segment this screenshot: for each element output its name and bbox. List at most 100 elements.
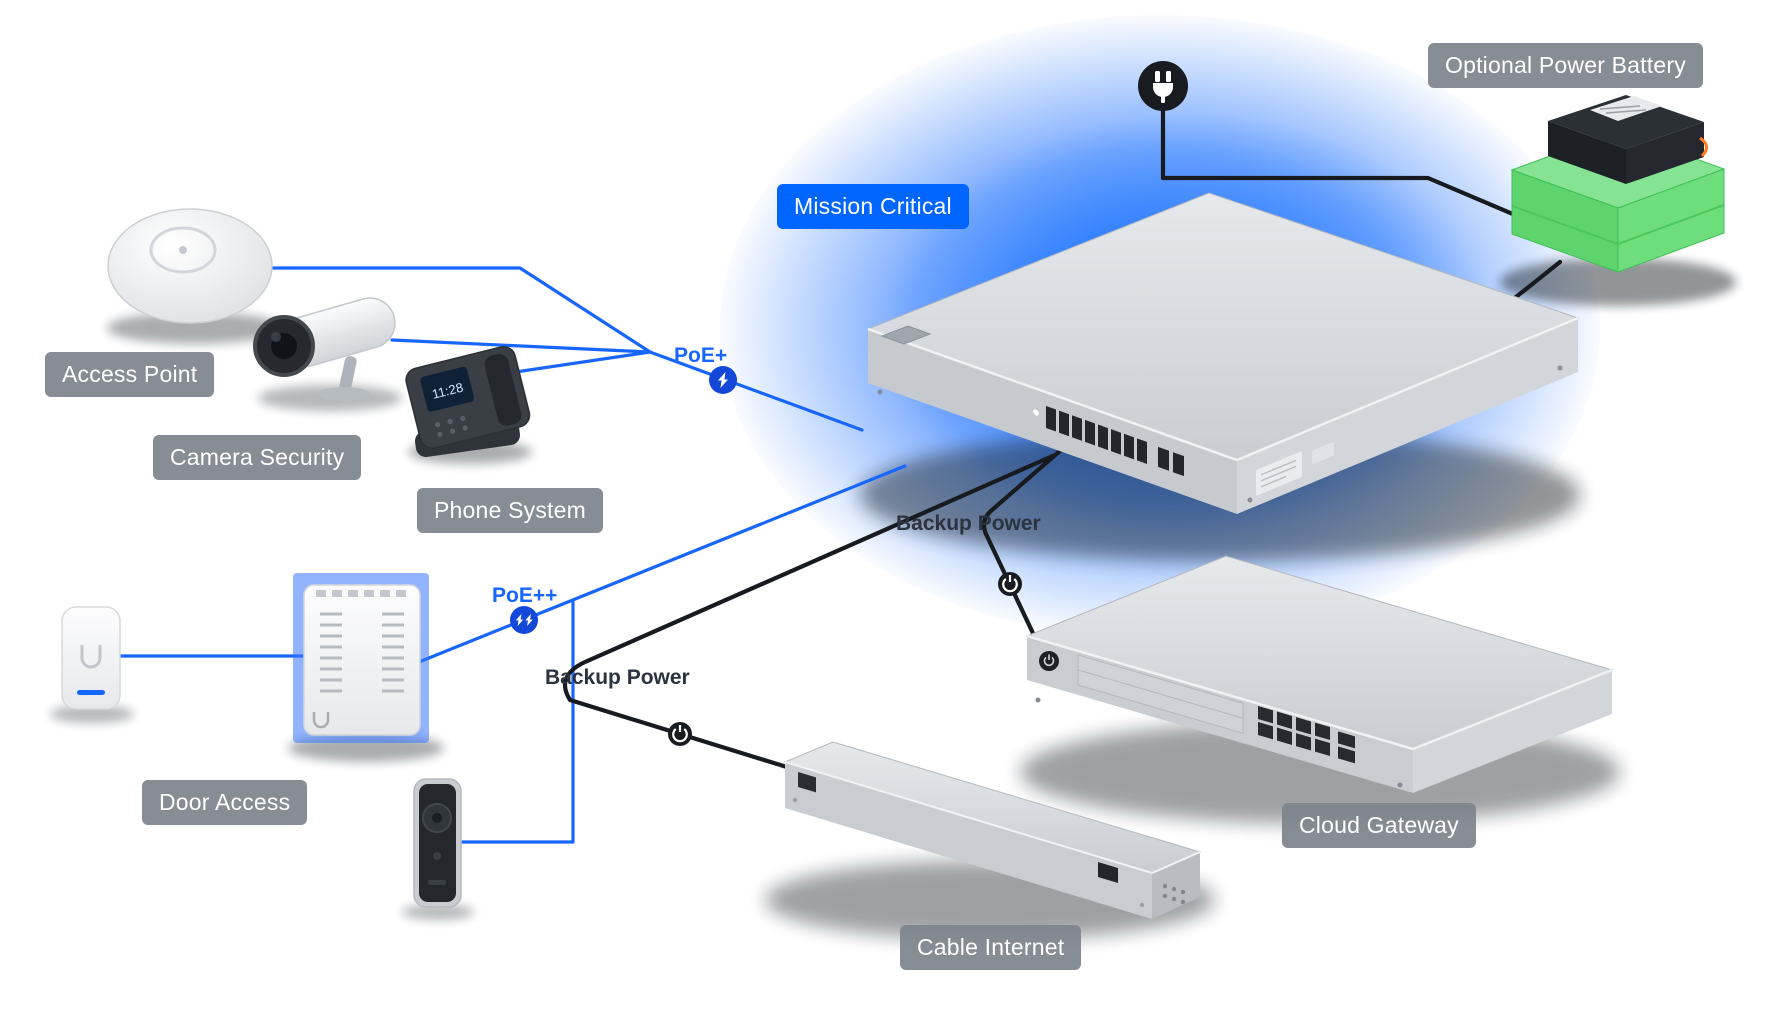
vent-hole (1180, 889, 1186, 895)
gateway-device (1025, 555, 1614, 793)
screw (1247, 497, 1253, 503)
phone-screen-time: 11:28 (430, 380, 464, 402)
reader-small-led-bar (77, 690, 105, 695)
port (1296, 717, 1311, 735)
door-hub-connectors (316, 590, 406, 597)
switch-label-sticker (1256, 442, 1334, 496)
power-glyph (1043, 656, 1055, 667)
port (1046, 406, 1056, 432)
switch-device (866, 192, 1580, 514)
connector (364, 590, 374, 597)
phone-device: 11:28 (405, 345, 531, 457)
door-hub-logo (312, 712, 330, 729)
line-camera (390, 338, 652, 354)
battery-cell-line (1617, 204, 1725, 245)
gateway-edge-highlight (1026, 634, 1613, 751)
screw (1035, 697, 1041, 703)
label-backup-power-gateway: Backup Power (896, 512, 1041, 535)
phone-screen (420, 366, 474, 412)
charger-label (1590, 96, 1662, 121)
switch-led (1033, 409, 1039, 416)
port (1258, 722, 1273, 740)
line-phone (500, 350, 652, 376)
badge-cable-internet: Cable Internet (900, 925, 1082, 970)
badge-cloud-gateway: Cloud Gateway (1282, 803, 1476, 848)
camera-mount-base (318, 387, 370, 401)
sfp-port (1173, 452, 1184, 477)
module (798, 772, 816, 793)
sticker-line (1261, 465, 1296, 482)
ap-ring (149, 226, 217, 274)
backup-power-icon (668, 722, 692, 746)
door-hub-body (303, 584, 421, 736)
ap-shadow (107, 312, 283, 344)
door-hub-terminals (320, 612, 404, 693)
camera-lens-glare (271, 332, 281, 342)
switch-vent (880, 325, 932, 345)
ap-body (107, 208, 273, 324)
phone-key (462, 425, 468, 431)
phone-body-group: 11:28 (405, 345, 531, 450)
door-reader-small-device (61, 606, 121, 710)
gateway-ports (1258, 706, 1355, 764)
gateway-face-right (1413, 670, 1612, 793)
badge-phone-system: Phone System (417, 488, 603, 533)
screw (877, 389, 883, 395)
line-access-point (256, 266, 652, 354)
sfp-port (1158, 446, 1169, 471)
screw (1397, 782, 1403, 788)
port (1111, 429, 1121, 455)
badge-door-access: Door Access (142, 780, 308, 825)
port (1258, 706, 1273, 724)
phone-handset (484, 353, 522, 426)
phone-key (449, 428, 456, 434)
battery-shadow (1500, 258, 1736, 306)
badge-access-point: Access Point (45, 352, 215, 397)
label-poe-plus-plus: PoE++ (492, 584, 558, 607)
line-reader-tall (450, 598, 575, 844)
charger-wire (1699, 136, 1708, 158)
battery-device (1510, 95, 1726, 273)
sfp-port (1338, 746, 1355, 764)
backup-power-icon (998, 572, 1022, 596)
modem-device (783, 741, 1202, 919)
modem-vent-holes (1162, 883, 1186, 905)
camera-device (253, 297, 396, 401)
charger-face-right (1626, 122, 1704, 184)
port (1137, 438, 1147, 464)
port (1315, 738, 1330, 757)
port (1098, 862, 1118, 884)
ap-logo (179, 246, 187, 254)
phone-key (447, 418, 453, 425)
sfp-port (1338, 731, 1355, 749)
badge-optional-power-battery: Optional Power Battery (1428, 43, 1703, 88)
reader-tall-slot (428, 880, 446, 885)
port (1315, 722, 1330, 741)
port (1098, 424, 1108, 451)
poe-plus-plus-bolt-icon (510, 606, 538, 634)
line-poe-plus-plus-to-switch (417, 464, 907, 664)
battery-cell-line (1511, 205, 1619, 245)
line-icons (510, 61, 1188, 746)
switch-face-right (1237, 318, 1578, 514)
vent-hole (1162, 883, 1168, 889)
screw (1139, 902, 1145, 908)
sticker-line (1261, 475, 1286, 488)
screw (1557, 365, 1563, 371)
port (1072, 415, 1082, 441)
door-reader-tall-device (413, 778, 462, 908)
modem-port (1098, 862, 1118, 884)
switch-ports (1033, 406, 1184, 477)
label-backup-power-modem: Backup Power (545, 666, 690, 689)
modem-left-module (798, 772, 816, 793)
line-plug-to-battery (1160, 101, 1537, 226)
screw (792, 797, 798, 803)
sticker-line (1261, 459, 1296, 476)
reader-tall-camera (432, 813, 442, 823)
modem-face-front (785, 762, 1152, 919)
port (1296, 733, 1311, 751)
charger-label-line (1605, 109, 1647, 114)
vent-hole (1162, 893, 1168, 899)
reader-tall-button (433, 852, 441, 860)
